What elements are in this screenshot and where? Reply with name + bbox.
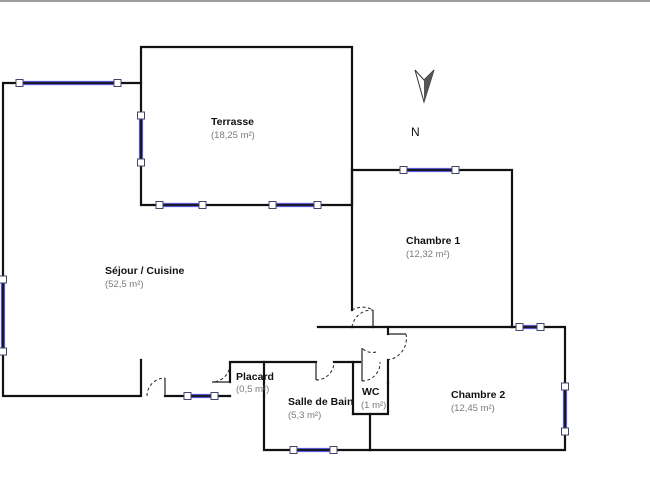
window-terrasse-bottom-2 bbox=[268, 201, 322, 209]
north-arrow-icon bbox=[414, 69, 435, 104]
top-border bbox=[0, 0, 650, 2]
room-area-chambre1: (12,32 m²) bbox=[406, 249, 450, 260]
room-name-terrasse: Terrasse bbox=[211, 116, 254, 128]
door-corridor bbox=[361, 347, 377, 362]
window-chambre2-right bbox=[561, 382, 569, 436]
room-area-wc: (1 m²) bbox=[361, 400, 386, 411]
room-name-chambre1: Chambre 1 bbox=[406, 235, 460, 247]
door-chambre2 bbox=[387, 333, 407, 361]
walls bbox=[1, 45, 567, 452]
door-salle-de-bain bbox=[315, 361, 335, 381]
room-name-salle-de-bain: Salle de Bain bbox=[288, 396, 353, 408]
door-sejour-entrance bbox=[146, 377, 166, 397]
door-chambre1 bbox=[351, 306, 374, 328]
room-name-placard: Placard bbox=[236, 371, 274, 383]
room-name-wc: WC bbox=[362, 386, 380, 398]
room-name-chambre2: Chambre 2 bbox=[451, 389, 505, 401]
window-chambre1-top bbox=[399, 166, 460, 174]
window-chambre2-top bbox=[515, 323, 545, 331]
window-terrasse-bottom-1 bbox=[155, 201, 207, 209]
window-sdb-bottom bbox=[289, 446, 338, 454]
window-sejour-left bbox=[0, 275, 7, 356]
wall-placard bbox=[228, 360, 266, 398]
window-sejour-bottom bbox=[183, 392, 219, 400]
compass-letter: N bbox=[411, 125, 420, 139]
door-placard bbox=[211, 363, 231, 383]
room-area-placard: (0,5 m²) bbox=[236, 384, 269, 395]
wall-wc bbox=[351, 381, 390, 416]
wall-sejour-outer bbox=[1, 81, 143, 398]
room-area-terrasse: (18,25 m²) bbox=[211, 130, 255, 141]
window-sejour-top bbox=[15, 79, 122, 87]
window-terrasse-left bbox=[137, 111, 145, 167]
room-area-salle-de-bain: (5,3 m²) bbox=[288, 410, 321, 421]
room-name-sejour: Séjour / Cuisine bbox=[105, 265, 185, 277]
windows bbox=[0, 79, 569, 454]
doors bbox=[146, 306, 407, 397]
room-area-sejour: (52,5 m²) bbox=[105, 279, 144, 290]
door-wc bbox=[361, 361, 381, 382]
room-area-chambre2: (12,45 m²) bbox=[451, 403, 495, 414]
wall-terrasse bbox=[139, 45, 354, 207]
